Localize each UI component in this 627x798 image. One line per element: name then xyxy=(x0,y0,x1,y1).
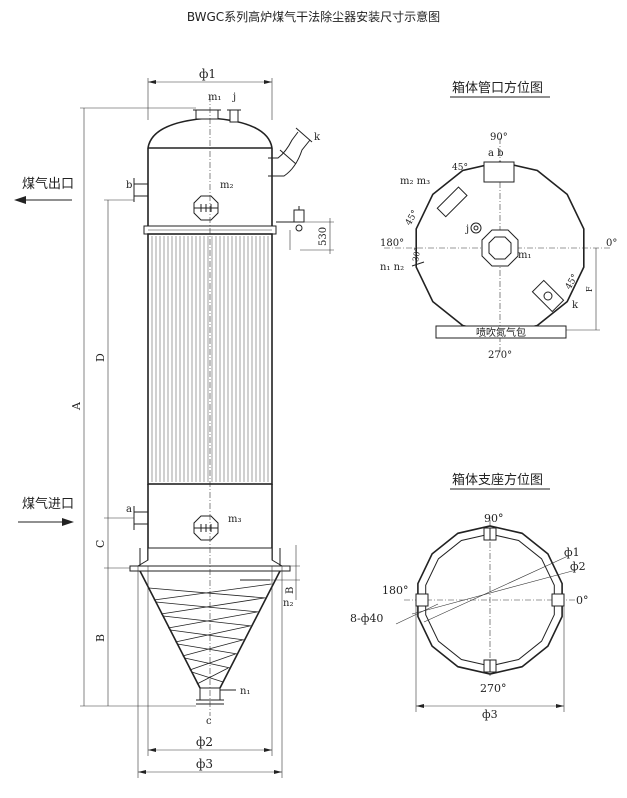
dim-B-label: B xyxy=(94,634,107,642)
a-label: a xyxy=(126,504,132,515)
support-0-label: 0° xyxy=(576,594,589,607)
gas-inlet-label: 煤气进口 xyxy=(22,496,74,512)
gas-outlet-label: 煤气出口 xyxy=(22,176,74,192)
m1-label: m₁ xyxy=(208,92,222,103)
nozzle-n1n2-label: n₁ n₂ xyxy=(380,262,404,273)
support-180-label: 180° xyxy=(382,584,409,597)
nozzle-m2m3-label: m₂ m₃ xyxy=(400,176,430,187)
arrow-left-icon xyxy=(14,196,26,204)
n1-label: n₁ xyxy=(240,686,250,697)
dim-B-small-label: B xyxy=(285,587,296,594)
nozzle-m1-label: m₁ xyxy=(518,250,532,261)
coil-turn xyxy=(196,667,229,685)
support-phi3-label: ф3 xyxy=(482,708,498,721)
support-orientation-view: 箱体支座方位图 90° 180° 0° 270° ф1 ф2 8-ф40 ф3 xyxy=(350,472,589,721)
nozzle-k-label: k xyxy=(572,300,579,311)
bolt-holes-label: 8-ф40 xyxy=(350,612,383,625)
arrow-right-icon xyxy=(62,518,74,526)
phi1-label: ф1 xyxy=(199,67,216,81)
k-label: k xyxy=(314,132,321,143)
main-elevation-view: ф1 m₁ j k b m₂ xyxy=(70,67,334,778)
phi3-label: ф3 xyxy=(196,757,213,771)
drawing-title: BWGC系列高炉煤气干法除尘器安装尺寸示意图 xyxy=(186,10,441,24)
nozzle-45-top-label: 45° xyxy=(452,163,468,173)
nozzle-orientation-view: 箱体管口方位图 a b 90° m₂ m₃ 45° 45° j m₁ 180° … xyxy=(380,80,617,361)
support-ring-outer xyxy=(417,525,563,675)
j-label: j xyxy=(232,92,236,103)
nozzle-0-label: 0° xyxy=(606,238,617,249)
nozzle-45-right-label: 45° xyxy=(564,273,581,292)
dim-530-label: 530 xyxy=(318,227,329,246)
support-270-label: 270° xyxy=(480,682,507,695)
gas-inlet-indicator: 煤气进口 xyxy=(18,496,74,526)
blow-pack-label: 喷吹氮气包 xyxy=(476,326,526,339)
m2-label: m₂ xyxy=(220,180,234,191)
dim-D-label: D xyxy=(94,353,107,362)
nozzle-30-label: 30° xyxy=(411,247,422,263)
m3-label: m₃ xyxy=(228,514,242,525)
c-label: c xyxy=(206,716,212,727)
dim-A-label: A xyxy=(70,401,83,411)
support-phi1-label: ф1 xyxy=(564,546,580,559)
coil-turn xyxy=(191,671,224,683)
nozzle-view-title: 箱体管口方位图 xyxy=(452,80,543,96)
support-ring-inner xyxy=(425,533,555,667)
coil-turn xyxy=(153,583,272,601)
nozzle-270-label: 270° xyxy=(488,350,512,361)
coil-turn xyxy=(168,611,257,629)
support-90-label: 90° xyxy=(484,512,504,525)
support-phi2-label: ф2 xyxy=(570,560,586,573)
gas-outlet-indicator: 煤气出口 xyxy=(14,176,74,204)
nozzle-j-label: j xyxy=(465,224,469,235)
coil-turn xyxy=(160,597,265,615)
support-view-title: 箱体支座方位图 xyxy=(452,472,543,488)
coil-turn xyxy=(189,653,236,671)
filter-bags xyxy=(151,236,269,482)
phi2-label: ф2 xyxy=(196,735,213,749)
nozzle-F-label: F xyxy=(585,286,594,292)
dim-C-label: C xyxy=(94,540,107,548)
cone-heating-coil xyxy=(148,583,272,685)
nozzle-90-label: 90° xyxy=(490,132,508,143)
coil-turn xyxy=(182,639,243,657)
coil-turn xyxy=(175,625,250,643)
b-label: b xyxy=(126,180,132,191)
nozzle-ab-label: a b xyxy=(488,148,504,159)
nozzle-180-label: 180° xyxy=(380,238,404,249)
coil-turn xyxy=(184,657,231,669)
n2-label: n₂ xyxy=(283,598,293,609)
